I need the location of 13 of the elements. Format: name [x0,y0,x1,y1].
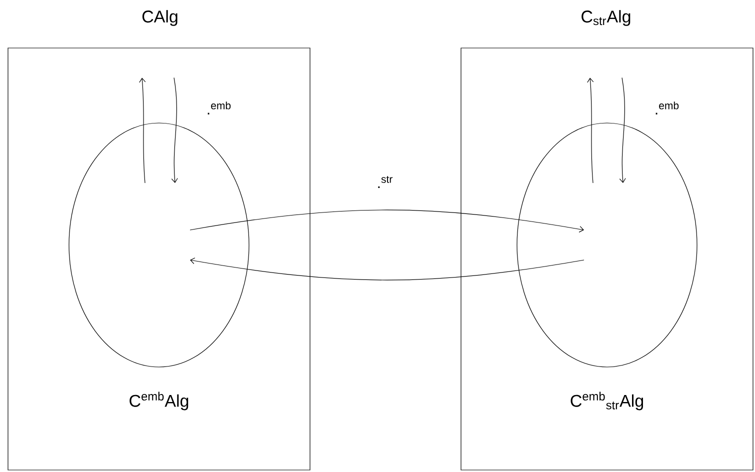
edge-label: .$^{str}$ [376,175,394,189]
arrow [190,258,584,280]
ellipse-label: C$^{emb}$Alg [130,392,188,410]
panel-title: C$_{str}$Alg [582,10,630,26]
arrow [171,77,178,183]
ellipse-label: C$^{emb}$$_{str}$Alg [570,392,644,410]
panel-title: CAlg [142,10,178,26]
arrow [587,78,594,184]
edge-label: .$^{emb}$ [205,100,233,116]
arrow [139,78,146,184]
edge-label: .$^{emb}$ [653,100,681,116]
arrow [190,210,584,232]
arrow [619,77,626,183]
